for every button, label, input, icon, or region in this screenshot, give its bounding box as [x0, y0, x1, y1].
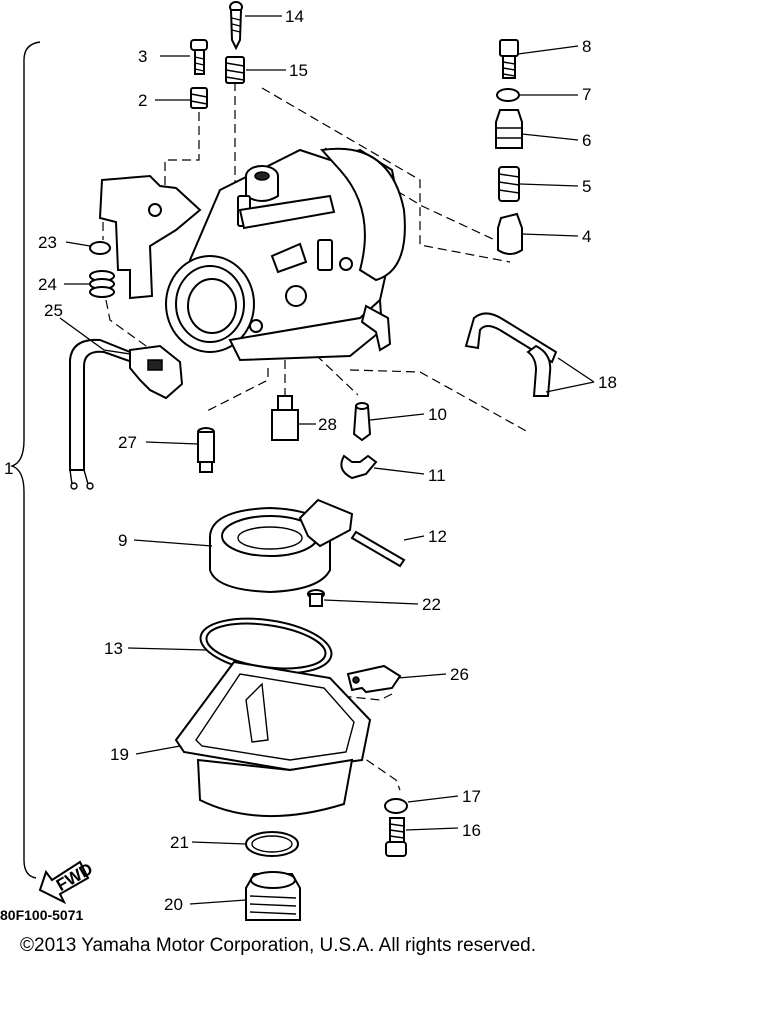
- label-part-18: 18: [598, 373, 617, 392]
- label-part-27: 27: [118, 433, 137, 452]
- assembly-brace: [9, 41, 41, 879]
- label-part-21: 21: [170, 833, 189, 852]
- part-labels: 1 2 3 4 5 6 7 8 9 10 11 12 13 14 15 16 1…: [4, 7, 617, 914]
- clip-part-11: [340, 454, 378, 480]
- label-part-16: 16: [462, 821, 481, 840]
- label-part-17: 17: [462, 787, 481, 806]
- label-part-26: 26: [450, 665, 469, 684]
- label-part-28: 28: [318, 415, 337, 434]
- drain-plug-part-20: [245, 871, 301, 921]
- label-part-23: 23: [38, 233, 57, 252]
- bracket-part-26: [346, 664, 402, 694]
- label-part-19: 19: [110, 745, 129, 764]
- pin-part-12: [350, 530, 406, 568]
- label-part-20: 20: [164, 895, 183, 914]
- label-part-4: 4: [582, 227, 591, 246]
- hose-part-18: [464, 312, 558, 397]
- label-part-13: 13: [104, 639, 123, 658]
- spring-part-5: [498, 166, 520, 202]
- carburetor-body: [98, 147, 406, 362]
- wire-lead-part-25: [69, 338, 184, 490]
- label-part-22: 22: [422, 595, 441, 614]
- washer-part-17: [384, 798, 408, 814]
- fwd-arrow: FWD: [38, 859, 96, 905]
- float-bowl-part-19: [174, 660, 372, 818]
- label-part-7: 7: [582, 85, 591, 104]
- label-part-25: 25: [44, 301, 63, 320]
- label-part-3: 3: [138, 47, 147, 66]
- spring-part-2: [190, 87, 208, 109]
- spring-part-15: [225, 56, 245, 84]
- screw-part-22: [307, 589, 325, 607]
- label-part-14: 14: [285, 7, 304, 26]
- plug-part-8: [499, 39, 519, 79]
- needle-valve-part-10: [352, 402, 372, 442]
- label-part-5: 5: [582, 177, 591, 196]
- label-part-11: 11: [428, 466, 446, 485]
- jet-part-27: [197, 427, 215, 473]
- jet-part-28: [271, 395, 299, 441]
- label-part-10: 10: [428, 405, 447, 424]
- spring-part-24: [89, 270, 115, 298]
- label-part-15: 15: [289, 61, 308, 80]
- label-part-1: 1: [4, 459, 13, 478]
- gasket-part-13: [199, 617, 333, 675]
- float-part-9: [209, 498, 354, 594]
- leader-lines: [59, 15, 595, 905]
- label-part-8: 8: [582, 37, 591, 56]
- label-part-6: 6: [582, 131, 591, 150]
- copyright-notice: ©2013 Yamaha Motor Corporation, U.S.A. A…: [20, 935, 536, 956]
- screw-part-3: [190, 39, 208, 75]
- label-part-24: 24: [38, 275, 57, 294]
- plunger-housing-part-6: [495, 109, 523, 149]
- diagram-code: 80F100-5071: [0, 907, 84, 923]
- plunger-part-4: [497, 212, 523, 255]
- washer-part-7: [496, 88, 520, 102]
- label-part-9: 9: [118, 531, 127, 550]
- label-part-12: 12: [428, 527, 447, 546]
- label-part-2: 2: [138, 91, 147, 110]
- pilot-screw-part-14: [229, 1, 243, 51]
- screw-part-16: [385, 817, 407, 857]
- washer-part-23: [89, 241, 111, 255]
- o-ring-part-21: [245, 831, 299, 857]
